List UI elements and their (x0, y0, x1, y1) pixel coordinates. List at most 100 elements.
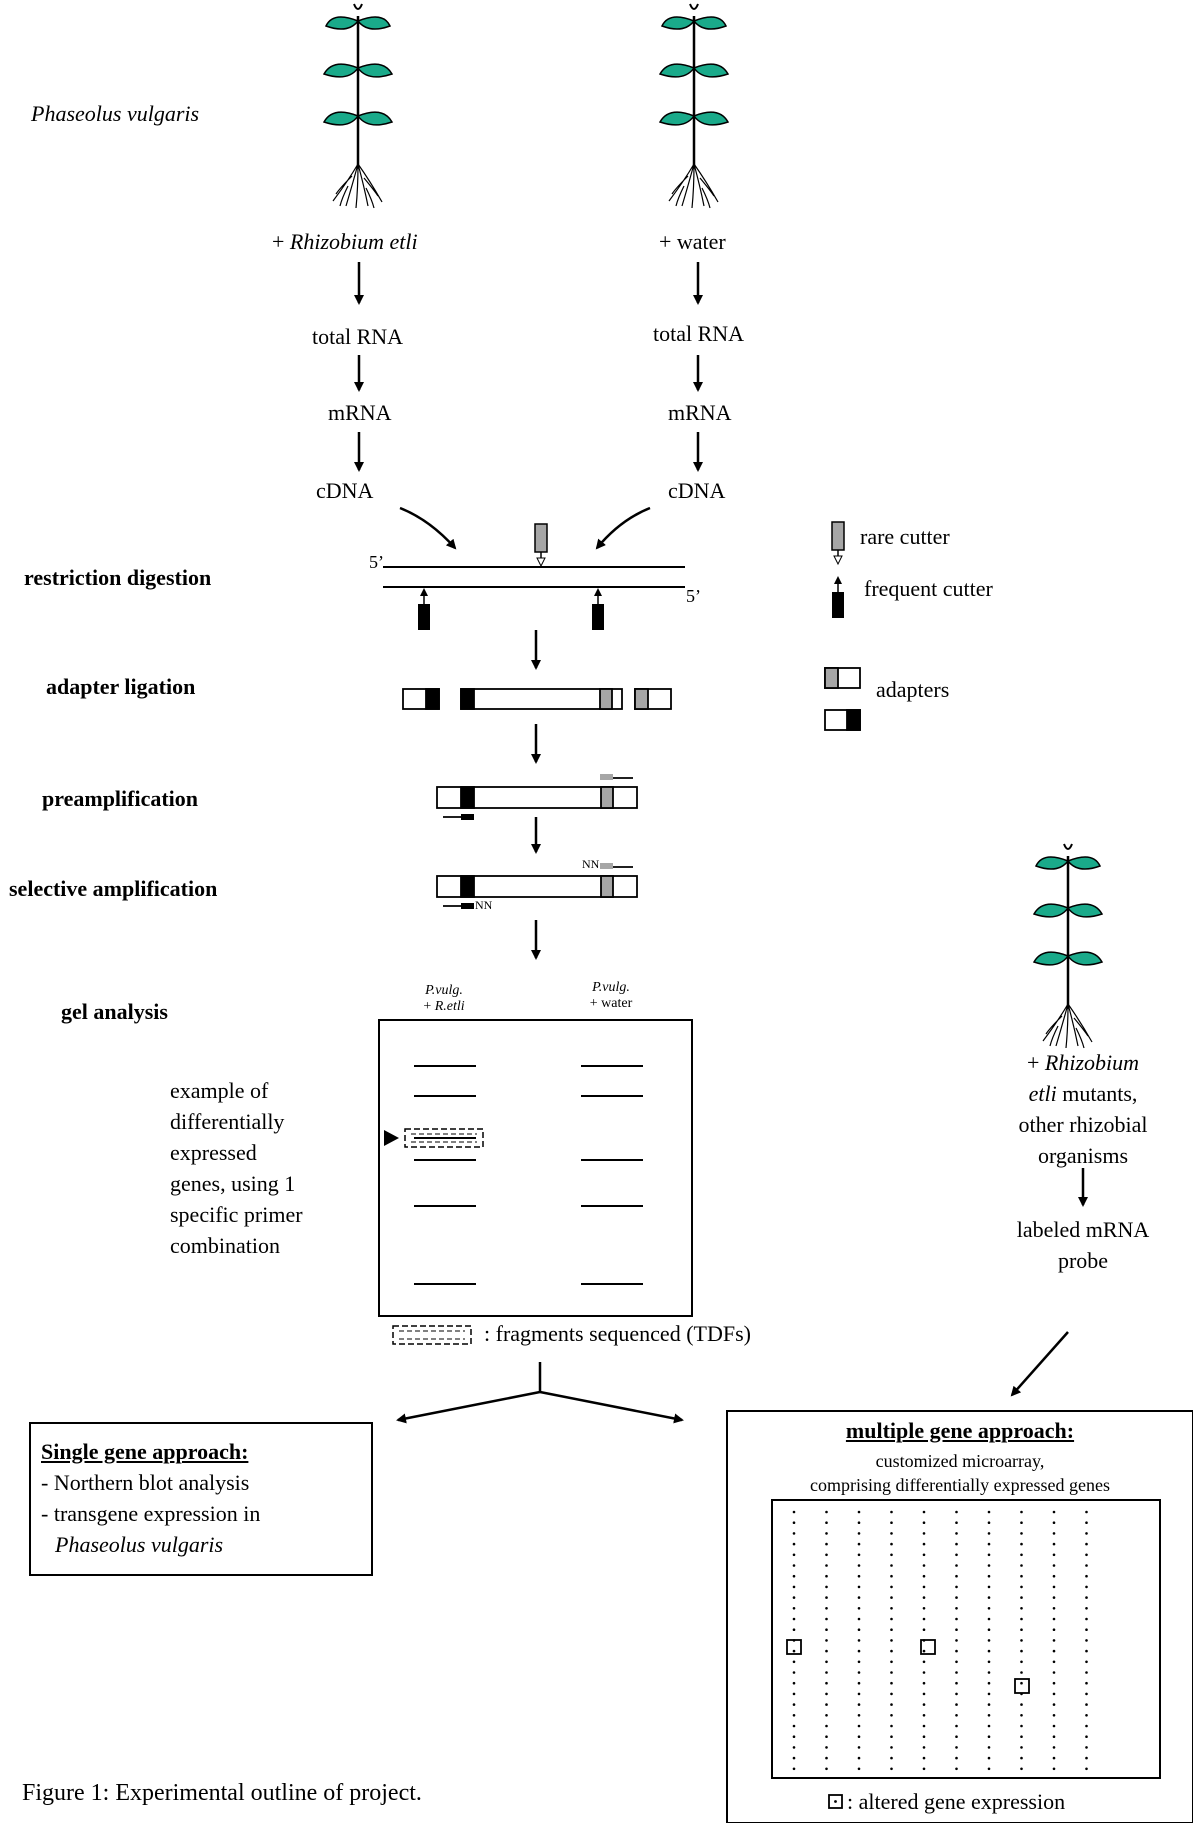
microarray-spot (987, 1639, 991, 1642)
example-line: expressed (170, 1140, 257, 1165)
lane-left-line2-prefix: + (423, 999, 435, 1015)
microarray-spot (955, 1724, 958, 1728)
microarray-spot (1085, 1714, 1088, 1717)
microarray-spot (955, 1767, 958, 1771)
microarray-spot (890, 1671, 893, 1674)
mutant-line4: organisms (1037, 1143, 1129, 1168)
multiple-gene-subtitle-line2: comprising differentially expressed gene… (809, 1475, 1111, 1495)
microarray-spot (825, 1564, 828, 1567)
microarray-spot (890, 1703, 893, 1706)
microarray-spot (890, 1649, 893, 1653)
microarray-spot (1085, 1607, 1088, 1610)
microarray-spot (825, 1574, 828, 1578)
microarray-spot (987, 1564, 991, 1567)
microarray-spot (890, 1767, 893, 1771)
microarray-spot (1085, 1692, 1088, 1696)
microarray-spot (792, 1724, 796, 1728)
treatment-rhizobium-prefix: + (272, 229, 290, 254)
microarray-spot (857, 1746, 861, 1749)
microarray-spot (1085, 1521, 1088, 1524)
microarray-spot (825, 1703, 828, 1706)
frequent-cutter-symbol-left (418, 588, 430, 630)
microarray-spot (1020, 1767, 1023, 1771)
microarray-spot (857, 1617, 861, 1621)
plant-rhizobium (322, 2, 394, 210)
step-restriction-digestion: restriction digestion (24, 565, 212, 590)
microarray-spot (1085, 1767, 1088, 1771)
microarray-spot (987, 1532, 991, 1535)
microarray-spot (890, 1681, 893, 1685)
microarray-spot (825, 1585, 828, 1589)
microarray-spot (1052, 1767, 1056, 1771)
gel-box (378, 1019, 693, 1317)
microarray-spot (792, 1574, 796, 1578)
microarray-spot (1052, 1681, 1056, 1685)
right-cdna: cDNA (668, 478, 726, 503)
microarray-spot (987, 1607, 991, 1610)
microarray-spot (792, 1671, 796, 1674)
organism-label: Phaseolus vulgaris (31, 101, 200, 126)
microarray-spot (955, 1660, 958, 1664)
microarray-spot (857, 1724, 861, 1728)
microarray-spot (955, 1574, 958, 1578)
left-mrna: mRNA (328, 400, 392, 425)
microarray-spot (825, 1628, 828, 1631)
microarray-spot (1052, 1628, 1056, 1631)
microarray-spot (987, 1660, 991, 1664)
microarray-spot (857, 1649, 861, 1653)
microarray-spot (987, 1542, 991, 1546)
microarray-spot (1020, 1746, 1023, 1749)
microarray-spot (792, 1767, 796, 1771)
example-line: specific primer (170, 1202, 303, 1227)
microarray-spot (1020, 1639, 1023, 1642)
microarray-spot (955, 1681, 958, 1685)
microarray-spot (792, 1628, 796, 1631)
treatment-water: + water (659, 229, 726, 254)
microarray-spot (987, 1703, 991, 1706)
microarray-spot (857, 1532, 861, 1535)
microarray-spot (1052, 1574, 1056, 1578)
plant-mutants (1032, 842, 1104, 1050)
microarray-spot (890, 1756, 893, 1760)
microarray-spot (857, 1703, 861, 1706)
restriction-dna (383, 566, 685, 588)
microarray-spot (922, 1649, 926, 1653)
microarray-spot (1052, 1607, 1056, 1610)
microarray-spot (1085, 1724, 1088, 1728)
probe-line1: labeled mRNA (1016, 1217, 1150, 1242)
microarray-spot (922, 1617, 926, 1621)
microarray-spot (922, 1510, 926, 1514)
lane-left-line2-name: R.etli (434, 999, 465, 1015)
microarray-spot (1052, 1660, 1056, 1664)
microarray-spot (955, 1596, 958, 1599)
microarray-spot (1052, 1671, 1056, 1674)
microarray-spot (1085, 1671, 1088, 1674)
microarray-spot (922, 1746, 926, 1749)
lane-right-line1: P.vulg. (592, 980, 630, 995)
microarray-spot (922, 1681, 926, 1685)
microarray-spot (1085, 1628, 1088, 1631)
microarray-spot (1020, 1681, 1023, 1685)
microarray-spot (825, 1735, 828, 1738)
five-prime-top: 5’ (369, 552, 384, 572)
microarray-spot (792, 1596, 796, 1599)
adapter-ligation-graphic (402, 688, 672, 710)
plant-water (658, 2, 730, 210)
microarray-spot (922, 1660, 926, 1664)
microarray-spot (792, 1735, 796, 1738)
multiple-gene-subtitle-line1: customized microarray, (875, 1451, 1045, 1471)
step-selective-amplification: selective amplification (9, 876, 218, 901)
legend-adapters-icons (824, 667, 861, 731)
microarray-spot (825, 1542, 828, 1546)
microarray-spot (955, 1607, 958, 1610)
microarray-spot (922, 1521, 926, 1524)
microarray-spot (1020, 1510, 1023, 1514)
microarray-spot (955, 1628, 958, 1631)
right-mrna: mRNA (668, 400, 732, 425)
example-line: genes, using 1 (170, 1171, 296, 1196)
microarray-spot (955, 1542, 958, 1546)
microarray-spot (987, 1692, 991, 1696)
microarray-spot (1085, 1746, 1088, 1749)
microarray-spot (890, 1553, 893, 1557)
